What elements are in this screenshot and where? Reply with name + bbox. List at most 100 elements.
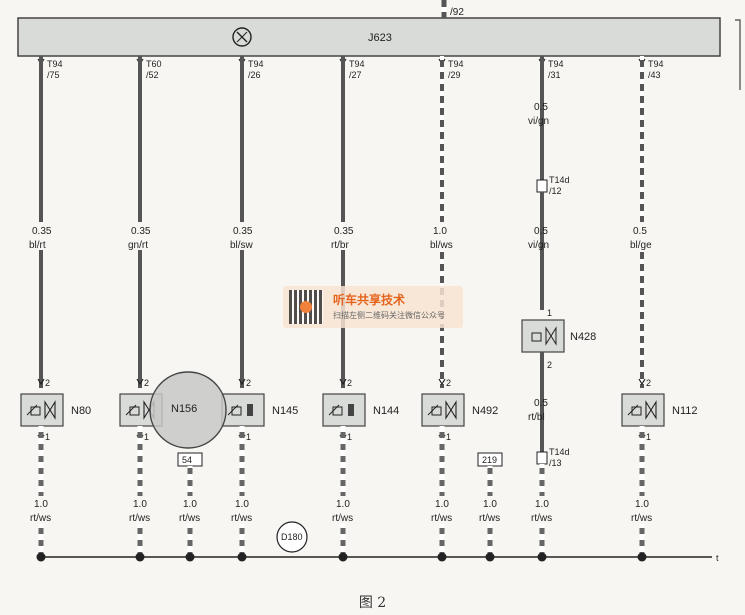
- pin-label: /12: [549, 186, 562, 196]
- label-bg: [25, 496, 57, 524]
- pin-label: /26: [248, 70, 261, 80]
- wire-color: rt/ws: [631, 513, 652, 524]
- label-bg: [626, 496, 658, 524]
- pin-label: /27: [349, 70, 362, 80]
- pin-number: 1: [45, 432, 50, 442]
- figure-caption: 图 2: [358, 595, 387, 611]
- wire-gauge: 0.35: [334, 226, 354, 237]
- ecu-housing: [17, 17, 721, 57]
- wire-color: rt/ws: [479, 513, 500, 524]
- pin-label: /52: [146, 70, 159, 80]
- connector-label: T60: [146, 59, 162, 69]
- solenoid-arrow-icon: [627, 404, 639, 416]
- wire-gauge: 0.5: [633, 226, 647, 237]
- pin-arrow-icon: [238, 378, 246, 386]
- label-bg: [420, 222, 464, 250]
- connector-label: T94: [448, 59, 464, 69]
- ecu-symbol-icon: [232, 27, 252, 47]
- wire-color: rt/bl: [528, 412, 545, 423]
- pin-number: 2: [246, 378, 251, 388]
- label-bg: [321, 222, 365, 250]
- pin-number: 2: [446, 378, 451, 388]
- wire-gauge: 0.5: [534, 226, 548, 237]
- wires-layer: T94/750.35bl/rt2N8011.0rt/wsT60/520.35gn…: [19, 56, 697, 562]
- wire-gauge: 0.35: [131, 226, 151, 237]
- component-n156-circle: [149, 371, 227, 449]
- pin-number: 2: [646, 378, 651, 388]
- solenoid-arrow-icon: [26, 404, 38, 416]
- component-box: [421, 393, 465, 427]
- label-bg: [220, 222, 264, 250]
- top-pin: /92: [450, 7, 464, 18]
- wire-color: rt/ws: [332, 513, 353, 524]
- pin-arrow-icon: [339, 378, 347, 386]
- pin-number: 1: [347, 432, 352, 442]
- pin-number: 2: [144, 378, 149, 388]
- wire-color: rt/ws: [30, 513, 51, 524]
- wire-color: bl/ge: [630, 240, 652, 251]
- wire-gauge: 0.5: [534, 102, 548, 113]
- wire-gauge: 1.0: [336, 499, 350, 510]
- valve-icon: [445, 400, 457, 420]
- connector-label: T94: [548, 59, 564, 69]
- reference-label: 54: [182, 455, 192, 465]
- component-label: N156: [171, 403, 197, 415]
- wire-color: bl/sw: [230, 240, 254, 251]
- solenoid-arrow-icon: [427, 404, 439, 416]
- component-label: N112: [672, 405, 697, 417]
- wire-gauge: 1.0: [483, 499, 497, 510]
- wire-gauge: 1.0: [235, 499, 249, 510]
- component-label: N144: [373, 405, 399, 417]
- label-bg: [19, 222, 63, 250]
- connector-label: T94: [248, 59, 264, 69]
- wire-color: bl/ws: [430, 240, 453, 251]
- pin-number: 2: [347, 378, 352, 388]
- pin-number: 1: [646, 432, 651, 442]
- connector-icon: [536, 451, 548, 465]
- label-bg: [174, 496, 206, 524]
- pin-label: /75: [47, 70, 60, 80]
- connector-label: T94: [349, 59, 365, 69]
- label-bg: [124, 496, 156, 524]
- component-box: [221, 393, 265, 427]
- ground-point-label: D180: [281, 532, 303, 542]
- pin-arrow-icon: [136, 378, 144, 386]
- component-label: N80: [71, 405, 91, 417]
- label-bg: [474, 496, 506, 524]
- wire-gauge: 0.35: [233, 226, 253, 237]
- connector-icon: [536, 179, 548, 193]
- wire-gauge: 1.0: [183, 499, 197, 510]
- connector-label: T94: [47, 59, 63, 69]
- component-box: [521, 319, 565, 353]
- wire-color: rt/br: [331, 240, 349, 251]
- pin-arrow-icon: [638, 378, 646, 386]
- pin-arrow-icon: [37, 378, 45, 386]
- wire-gauge: 1.0: [535, 499, 549, 510]
- watermark-banner: 听车共享技术 扫描左侧二维码关注微信公众号: [283, 286, 463, 328]
- wire-gauge: 0.35: [32, 226, 52, 237]
- solenoid-arrow-icon: [227, 404, 239, 416]
- connector-label: T14d: [549, 447, 570, 457]
- wire-color: rt/ws: [231, 513, 252, 524]
- component-box: [621, 393, 665, 427]
- wire-color: rt/ws: [129, 513, 150, 524]
- pin-label: /31: [548, 70, 561, 80]
- wire-gauge: 1.0: [133, 499, 147, 510]
- pin-label: /29: [448, 70, 461, 80]
- valve-block-icon: [348, 404, 354, 416]
- label-bg: [226, 496, 258, 524]
- ground-point-circle: [276, 521, 308, 553]
- valve-icon: [545, 326, 557, 346]
- wire-gauge: 1.0: [433, 226, 447, 237]
- solenoid-arrow-icon: [125, 404, 137, 416]
- label-bg: [327, 496, 359, 524]
- wire-color: vi/gn: [528, 116, 549, 127]
- label-bg: [526, 496, 558, 524]
- pin-number: 2: [547, 360, 552, 370]
- component-box: [322, 393, 366, 427]
- pin-number: 1: [446, 432, 451, 442]
- wire-color: gn/rt: [128, 240, 148, 251]
- component-label: N492: [472, 405, 498, 417]
- wire-color: vi/gn: [528, 240, 549, 251]
- solenoid-arrow-icon: [328, 404, 340, 416]
